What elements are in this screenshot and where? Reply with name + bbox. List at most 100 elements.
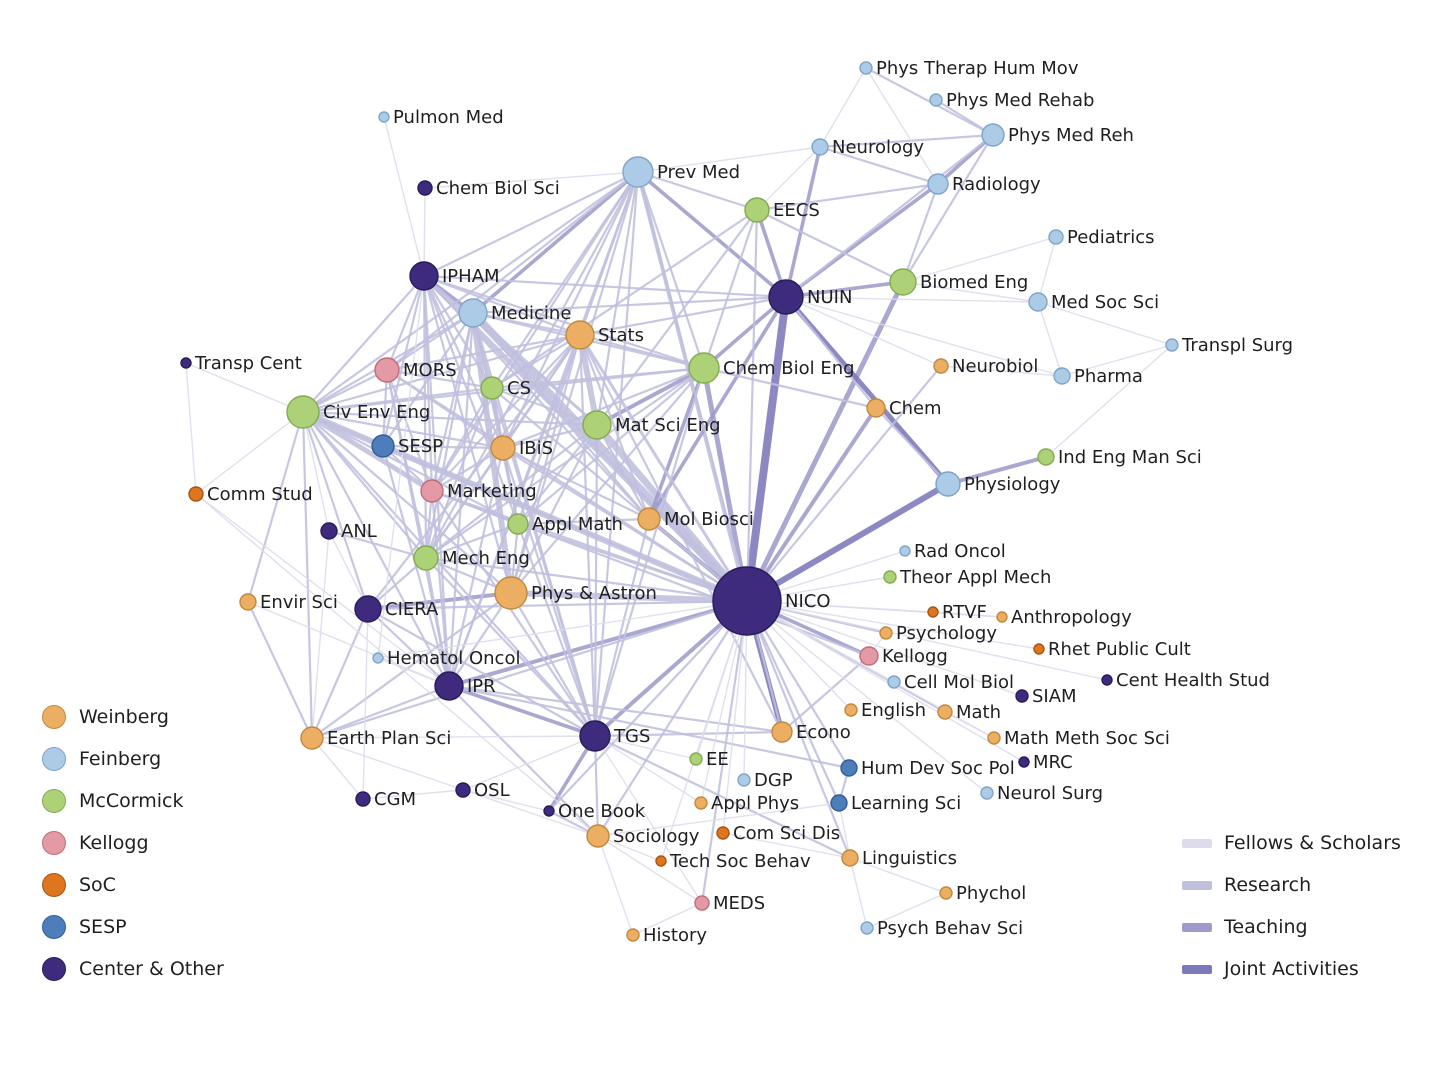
node-theor_appl[interactable] [883, 570, 897, 584]
node-econo[interactable] [771, 721, 793, 743]
node-medicine[interactable] [458, 298, 488, 328]
node-pharma[interactable] [1053, 367, 1071, 385]
edge-meds-history [632, 902, 703, 936]
node-nico[interactable] [712, 566, 782, 636]
node-radiology[interactable] [927, 173, 949, 195]
node-cent_health[interactable] [1101, 674, 1113, 686]
node-label-cell_mol: Cell Mol Biol [904, 672, 1014, 693]
node-history[interactable] [626, 928, 640, 942]
node-neurol_surg[interactable] [980, 786, 994, 800]
node-psychology[interactable] [879, 626, 893, 640]
node-earth[interactable] [300, 726, 324, 750]
node-transp_cent[interactable] [180, 357, 192, 369]
edge-sociology-nico [597, 600, 748, 837]
node-com_sci[interactable] [716, 826, 730, 840]
edge-sociology-meds [597, 835, 703, 904]
node-ipr[interactable] [434, 671, 464, 701]
edge-appl_phys-tgs [594, 735, 702, 804]
node-physiology[interactable] [935, 471, 961, 497]
node-neurology[interactable] [811, 138, 829, 156]
node-learning[interactable] [830, 794, 848, 812]
node-ipham[interactable] [409, 261, 439, 291]
node-envir_sci[interactable] [239, 593, 257, 611]
mccormick-color-dot [42, 789, 66, 813]
node-anl[interactable] [320, 522, 338, 540]
node-meds[interactable] [694, 895, 710, 911]
node-mrc[interactable] [1018, 756, 1030, 768]
node-rtvf[interactable] [927, 606, 939, 618]
node-tgs[interactable] [579, 720, 611, 752]
node-ee[interactable] [689, 752, 703, 766]
edge-prev_med-chem_biol_eng [636, 171, 706, 369]
node-phys_astron[interactable] [494, 576, 528, 610]
edge-prev_med-eecs [637, 170, 758, 212]
node-label-eecs: EECS [773, 200, 820, 221]
node-kellogg_n[interactable] [859, 646, 879, 666]
edge-med_soc-pharma [1037, 301, 1063, 377]
node-phys_therap[interactable] [859, 61, 873, 75]
node-mol_biosci[interactable] [637, 507, 661, 531]
node-sesp_n[interactable] [371, 434, 395, 458]
node-med_soc[interactable] [1028, 292, 1048, 312]
node-mat_sci[interactable] [582, 410, 612, 440]
node-pulmon_med[interactable] [378, 111, 390, 123]
node-math[interactable] [937, 704, 953, 720]
node-civ_env[interactable] [286, 395, 320, 429]
node-appl_math[interactable] [507, 513, 529, 535]
node-label-nuin: NUIN [807, 287, 852, 308]
node-siam[interactable] [1015, 689, 1029, 703]
node-anthropology[interactable] [996, 611, 1008, 623]
node-cell_mol[interactable] [887, 675, 901, 689]
node-pediatrics[interactable] [1048, 229, 1064, 245]
node-eecs[interactable] [744, 197, 770, 223]
node-mech_eng[interactable] [413, 545, 439, 571]
node-biomed[interactable] [889, 268, 917, 296]
node-prev_med[interactable] [622, 156, 654, 188]
legend-item-weinberg: Weinberg [42, 696, 224, 738]
node-hematol[interactable] [372, 652, 384, 664]
node-chem[interactable] [866, 398, 886, 418]
node-phychol[interactable] [939, 886, 953, 900]
node-cs[interactable] [480, 376, 504, 400]
node-sociology[interactable] [586, 824, 610, 848]
node-comm_stud[interactable] [188, 486, 204, 502]
edge-transp_cent-comm_stud [185, 362, 197, 495]
edge-phys_therap-radiology [865, 67, 939, 185]
node-ibis[interactable] [490, 435, 516, 461]
node-neurobiol[interactable] [933, 358, 949, 374]
node-psych_behav[interactable] [860, 921, 874, 935]
node-ind_eng[interactable] [1037, 448, 1055, 466]
node-dgp[interactable] [737, 773, 751, 787]
edge-ipham-hematol [377, 275, 425, 659]
node-mors[interactable] [374, 357, 400, 383]
edge-ipr-sesp_n [381, 445, 451, 687]
node-linguistics[interactable] [841, 849, 859, 867]
node-marketing[interactable] [420, 479, 444, 503]
weinberg-color-dot [42, 705, 66, 729]
edge-ipr-medicine [447, 312, 475, 687]
node-tech_soc[interactable] [655, 855, 667, 867]
node-chem_biol_sci[interactable] [417, 180, 433, 196]
node-rad_oncol[interactable] [899, 545, 911, 557]
edge-linguistics-nico [745, 600, 852, 859]
node-cgm[interactable] [355, 791, 371, 807]
node-chem_biol_eng[interactable] [688, 352, 720, 384]
edge-tgs-linguistics [594, 735, 851, 859]
node-label-chem_biol_eng: Chem Biol Eng [723, 358, 855, 379]
node-math_meth[interactable] [987, 731, 1001, 745]
node-rhet[interactable] [1033, 643, 1045, 655]
node-stats[interactable] [565, 320, 595, 350]
node-appl_phys[interactable] [694, 796, 708, 810]
node-ciera[interactable] [354, 595, 382, 623]
node-phys_med_rehab[interactable] [929, 93, 943, 107]
node-english[interactable] [844, 703, 858, 717]
node-one_book[interactable] [543, 805, 555, 817]
node-nuin[interactable] [768, 279, 804, 315]
node-hum_dev[interactable] [840, 759, 858, 777]
node-transpl[interactable] [1165, 338, 1179, 352]
node-label-mol_biosci: Mol Biosci [664, 509, 754, 530]
node-label-anl: ANL [341, 521, 377, 542]
node-phys_med_reh[interactable] [981, 123, 1005, 147]
node-osl[interactable] [455, 782, 471, 798]
